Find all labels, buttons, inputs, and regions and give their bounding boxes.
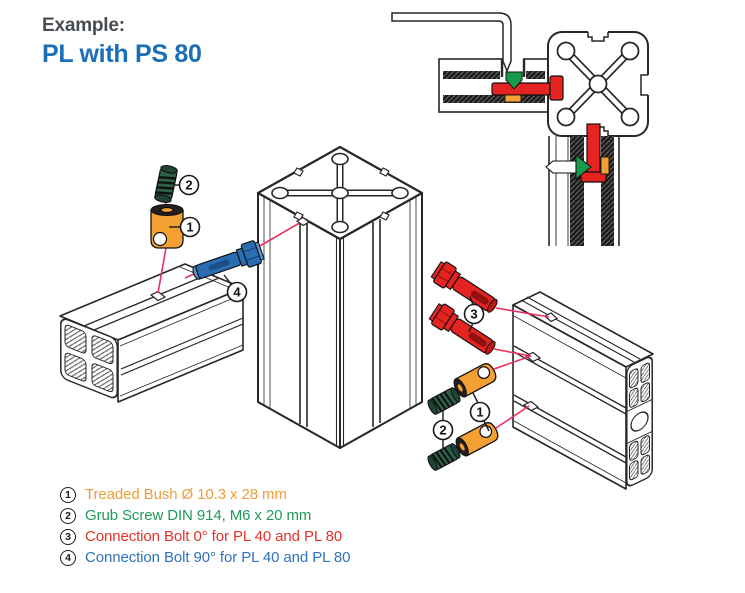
grub-screw-right-upper	[425, 385, 463, 417]
page-title: PL with PS 80	[42, 39, 202, 68]
inset-ps80-cross-section	[547, 30, 649, 137]
inset-cross-section-detail	[391, 12, 649, 246]
profile-ps80	[256, 145, 424, 449]
profile-pl-left	[59, 263, 244, 403]
legend-label-3: Connection Bolt 0° for PL 40 and PL 80	[85, 528, 343, 545]
legend-label-4: Connection Bolt 90° for PL 40 and PL 80	[85, 549, 351, 566]
inset-vertical-profile-section	[545, 123, 620, 246]
svg-text:4: 4	[233, 285, 241, 300]
grub-screw-right-lower	[425, 441, 463, 473]
legend-num-1: 1	[60, 486, 76, 503]
grub-screw-left	[152, 163, 180, 205]
callout-4	[226, 281, 248, 303]
threaded-bush-right-upper	[450, 360, 500, 400]
callout-1-left	[179, 216, 201, 238]
inset-grub-screw-arrow-down	[505, 71, 523, 90]
page-header: Example: PL with PS 80	[42, 15, 202, 69]
profile-pl-right	[512, 291, 654, 490]
callout-1-right	[469, 401, 491, 423]
legend-item-4: 4 Connection Bolt 90° for PL 40 and PL 8…	[60, 549, 350, 566]
callout-2-right	[432, 419, 454, 441]
connection-bolt-90-blue	[192, 240, 265, 280]
legend-item-3: 3 Connection Bolt 0° for PL 40 and PL 80	[60, 528, 350, 545]
callout-3	[463, 303, 485, 325]
svg-text:3: 3	[470, 307, 477, 322]
legend-num-2: 2	[60, 507, 76, 524]
svg-text:1: 1	[186, 220, 193, 235]
threaded-bush-left	[150, 204, 184, 249]
svg-text:1: 1	[476, 405, 483, 420]
legend-num-3: 3	[60, 528, 76, 545]
svg-text:2: 2	[439, 423, 446, 438]
example-label: Example:	[42, 15, 125, 36]
legend-item-1: 1 Treaded Bush Ø 10.3 x 28 mm	[60, 486, 350, 503]
inset-grub-screw-arrow-right	[575, 153, 592, 181]
legend-label-2: Grub Screw DIN 914, M6 x 20 mm	[85, 507, 312, 524]
inset-bush-slice-horizontal	[504, 94, 522, 103]
inset-bush-slice-vertical	[600, 156, 610, 175]
legend-num-4: 4	[60, 549, 76, 566]
threaded-bush-right-lower	[452, 419, 502, 459]
allen-key	[391, 12, 512, 74]
inset-bolt-horizontal	[491, 75, 564, 101]
svg-text:2: 2	[185, 178, 192, 193]
legend-label-1: Treaded Bush Ø 10.3 x 28 mm	[85, 486, 287, 503]
legend-item-2: 2 Grub Screw DIN 914, M6 x 20 mm	[60, 507, 350, 524]
parts-legend: 1 Treaded Bush Ø 10.3 x 28 mm 2 Grub Scr…	[60, 486, 350, 570]
callout-2-left	[178, 174, 200, 196]
